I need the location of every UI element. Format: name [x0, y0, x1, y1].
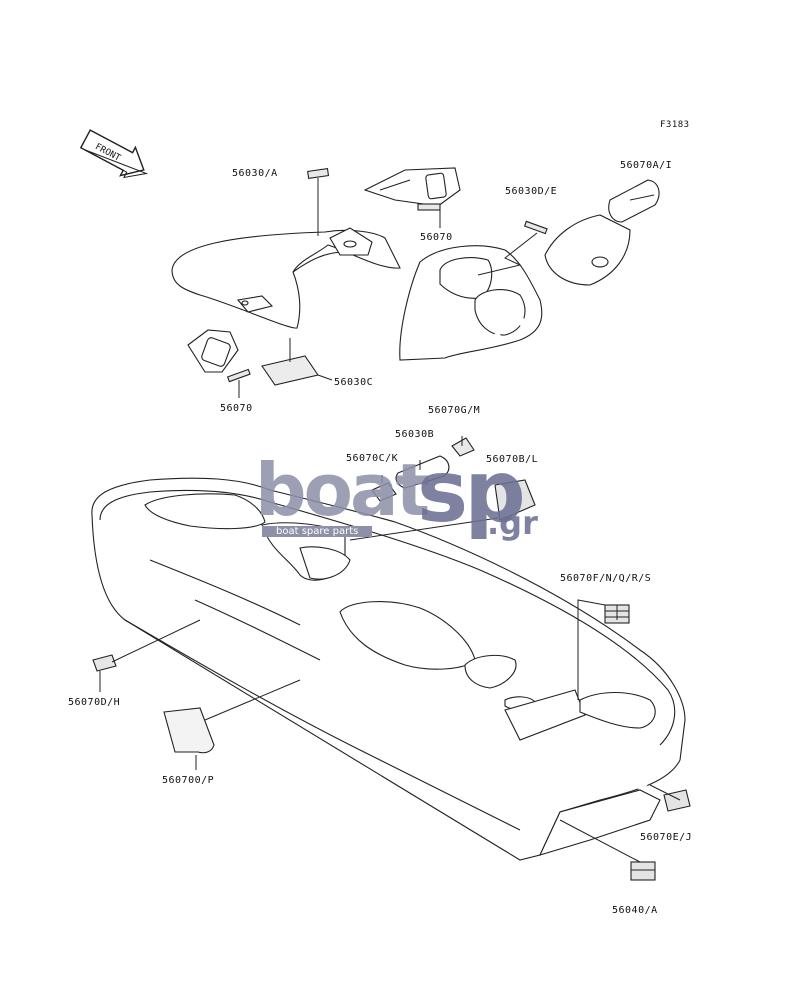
vent-cover-upper-part[interactable]	[363, 167, 461, 207]
watermark-logo-b: sp	[417, 442, 526, 542]
label-56070-left[interactable]: 56070	[220, 403, 253, 414]
label-56030A[interactable]: 56030/A	[232, 168, 278, 179]
decal-56070-left-part[interactable]	[226, 368, 251, 383]
watermark-logo-a: boat	[255, 448, 430, 532]
label-56030C[interactable]: 56030C	[334, 377, 374, 388]
label-56070BL[interactable]: 56070B/L	[486, 454, 539, 465]
hull-body-part[interactable]	[91, 477, 686, 861]
decal-56070DH-part[interactable]	[92, 654, 117, 672]
label-56070AI[interactable]: 56070A/I	[620, 160, 673, 171]
label-56070-top[interactable]: 56070	[420, 232, 453, 243]
leader-lines	[99, 178, 681, 863]
label-56070EJ[interactable]: 56070E/J	[640, 832, 693, 843]
decal-56070-top-part[interactable]	[417, 203, 441, 211]
figure-code: F3183	[660, 120, 690, 130]
label-56030B[interactable]: 56030B	[395, 429, 435, 440]
decal-56070BL-part[interactable]	[494, 479, 536, 521]
label-56070GM[interactable]: 56070G/M	[428, 405, 481, 416]
decal-56030DE-part[interactable]	[523, 220, 548, 235]
watermark-tagline: boat spare parts	[262, 526, 373, 537]
decal-56070EJ-part[interactable]	[663, 789, 691, 812]
decal-56070OP-part[interactable]	[163, 707, 215, 754]
glove-box-lid-part[interactable]	[544, 179, 660, 286]
front-console-part[interactable]	[399, 245, 543, 361]
decal-56030B-part[interactable]	[395, 455, 450, 489]
label-56070CK[interactable]: 56070C/K	[346, 453, 399, 464]
watermark-logo-suffix: .gr	[487, 504, 538, 542]
label-56040A[interactable]: 56040/A	[612, 905, 658, 916]
label-56070DH[interactable]: 56070D/H	[68, 697, 121, 708]
decal-56040A-part[interactable]	[630, 861, 656, 881]
decal-56070CK-part[interactable]	[371, 482, 397, 502]
hood-cover-part[interactable]	[171, 227, 401, 329]
label-56070OP[interactable]: 560700/P	[162, 775, 215, 786]
decal-56070GM-part[interactable]	[451, 437, 475, 457]
vent-cover-left-part[interactable]	[187, 329, 239, 373]
label-56030DE[interactable]: 56030D/E	[505, 186, 558, 197]
decal-56030A-part[interactable]	[307, 168, 330, 179]
watermark: boat sp .gr	[255, 442, 545, 558]
label-56070FNQRS[interactable]: 56070F/N/Q/R/S	[560, 573, 652, 584]
front-arrow-icon: FRONT	[79, 129, 149, 179]
